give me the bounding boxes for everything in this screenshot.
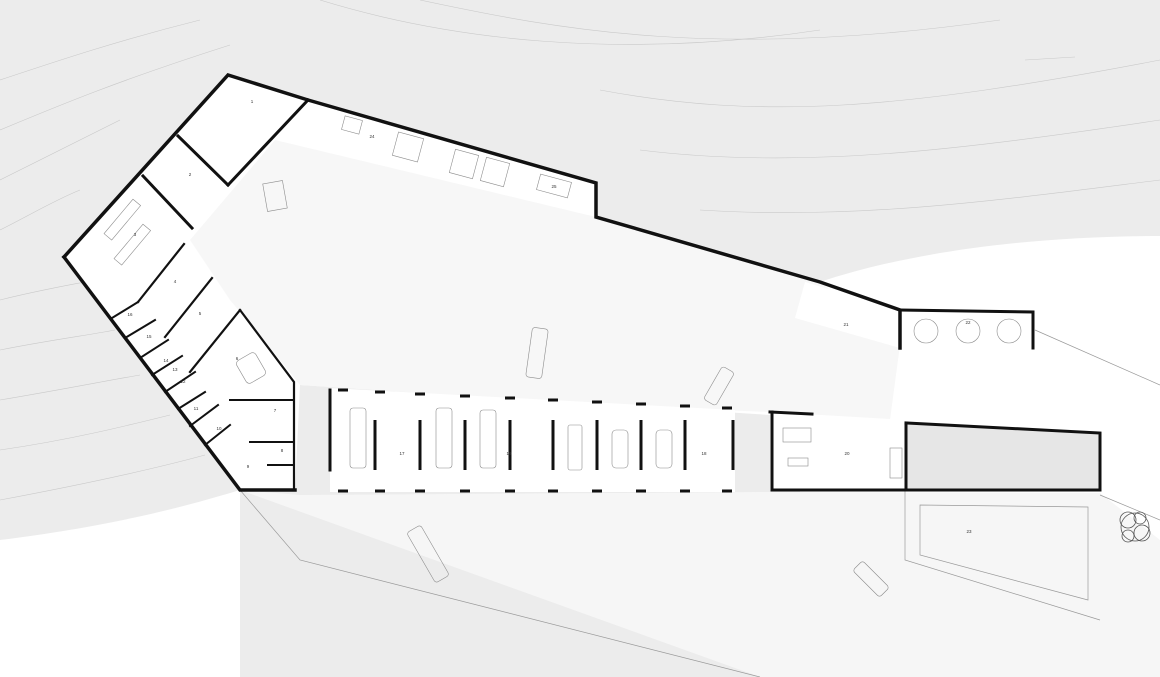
room-label-17: 17 (399, 451, 405, 456)
annex-21 (795, 282, 900, 348)
room-label-5: 5 (199, 311, 202, 316)
room-label-7: 7 (274, 408, 277, 413)
furniture (103, 115, 1022, 479)
garage-hall (330, 388, 735, 492)
room-label-6: 6 (236, 356, 239, 361)
room-label-2: 2 (189, 172, 192, 177)
room-label-10: 10 (216, 426, 222, 431)
vehicle-icon (655, 429, 673, 469)
room-label-14: 14 (163, 358, 169, 363)
site-outlines (239, 329, 1160, 677)
room-label-8: 8 (281, 448, 284, 453)
room-label-19: 19 (506, 451, 512, 456)
lower-ground (0, 490, 240, 677)
room-label-22: 22 (965, 320, 971, 325)
dark-storage-room (906, 423, 1100, 490)
room-label-12: 12 (180, 379, 186, 384)
vehicle-icon (435, 407, 453, 469)
room-label-11: 11 (194, 406, 199, 411)
truck-icon (407, 525, 449, 583)
room-label-13: 13 (172, 367, 178, 372)
room-label-18: 18 (701, 451, 707, 456)
room-label-20: 20 (844, 451, 850, 456)
truck-icon (567, 424, 583, 471)
room-label-25: 25 (551, 184, 557, 189)
room-label-1: 1 (251, 99, 254, 104)
room-label-15: 15 (146, 334, 152, 339)
room-label-16: 16 (127, 312, 133, 317)
room-label-23: 23 (966, 529, 972, 534)
walls (61, 72, 1102, 492)
room-label-24: 24 (369, 134, 375, 139)
truck-icon (525, 327, 549, 379)
garage-vehicles (349, 407, 673, 471)
yard-vehicles (407, 327, 889, 597)
vehicle-icon (349, 407, 367, 469)
room-label-9: 9 (247, 464, 250, 469)
vehicle-icon (479, 409, 497, 469)
courtyard (190, 140, 900, 420)
room-20-area (770, 412, 906, 490)
tree-icon (1119, 511, 1151, 543)
vehicle-icon (611, 429, 629, 469)
garage-columns (338, 388, 735, 493)
vehicle-icon (704, 366, 734, 406)
vehicle-icon (853, 561, 889, 597)
room-label-4: 4 (174, 279, 177, 284)
room-label-3: 3 (134, 232, 137, 237)
service-yard (240, 490, 1160, 677)
room-label-21: 21 (843, 322, 849, 327)
